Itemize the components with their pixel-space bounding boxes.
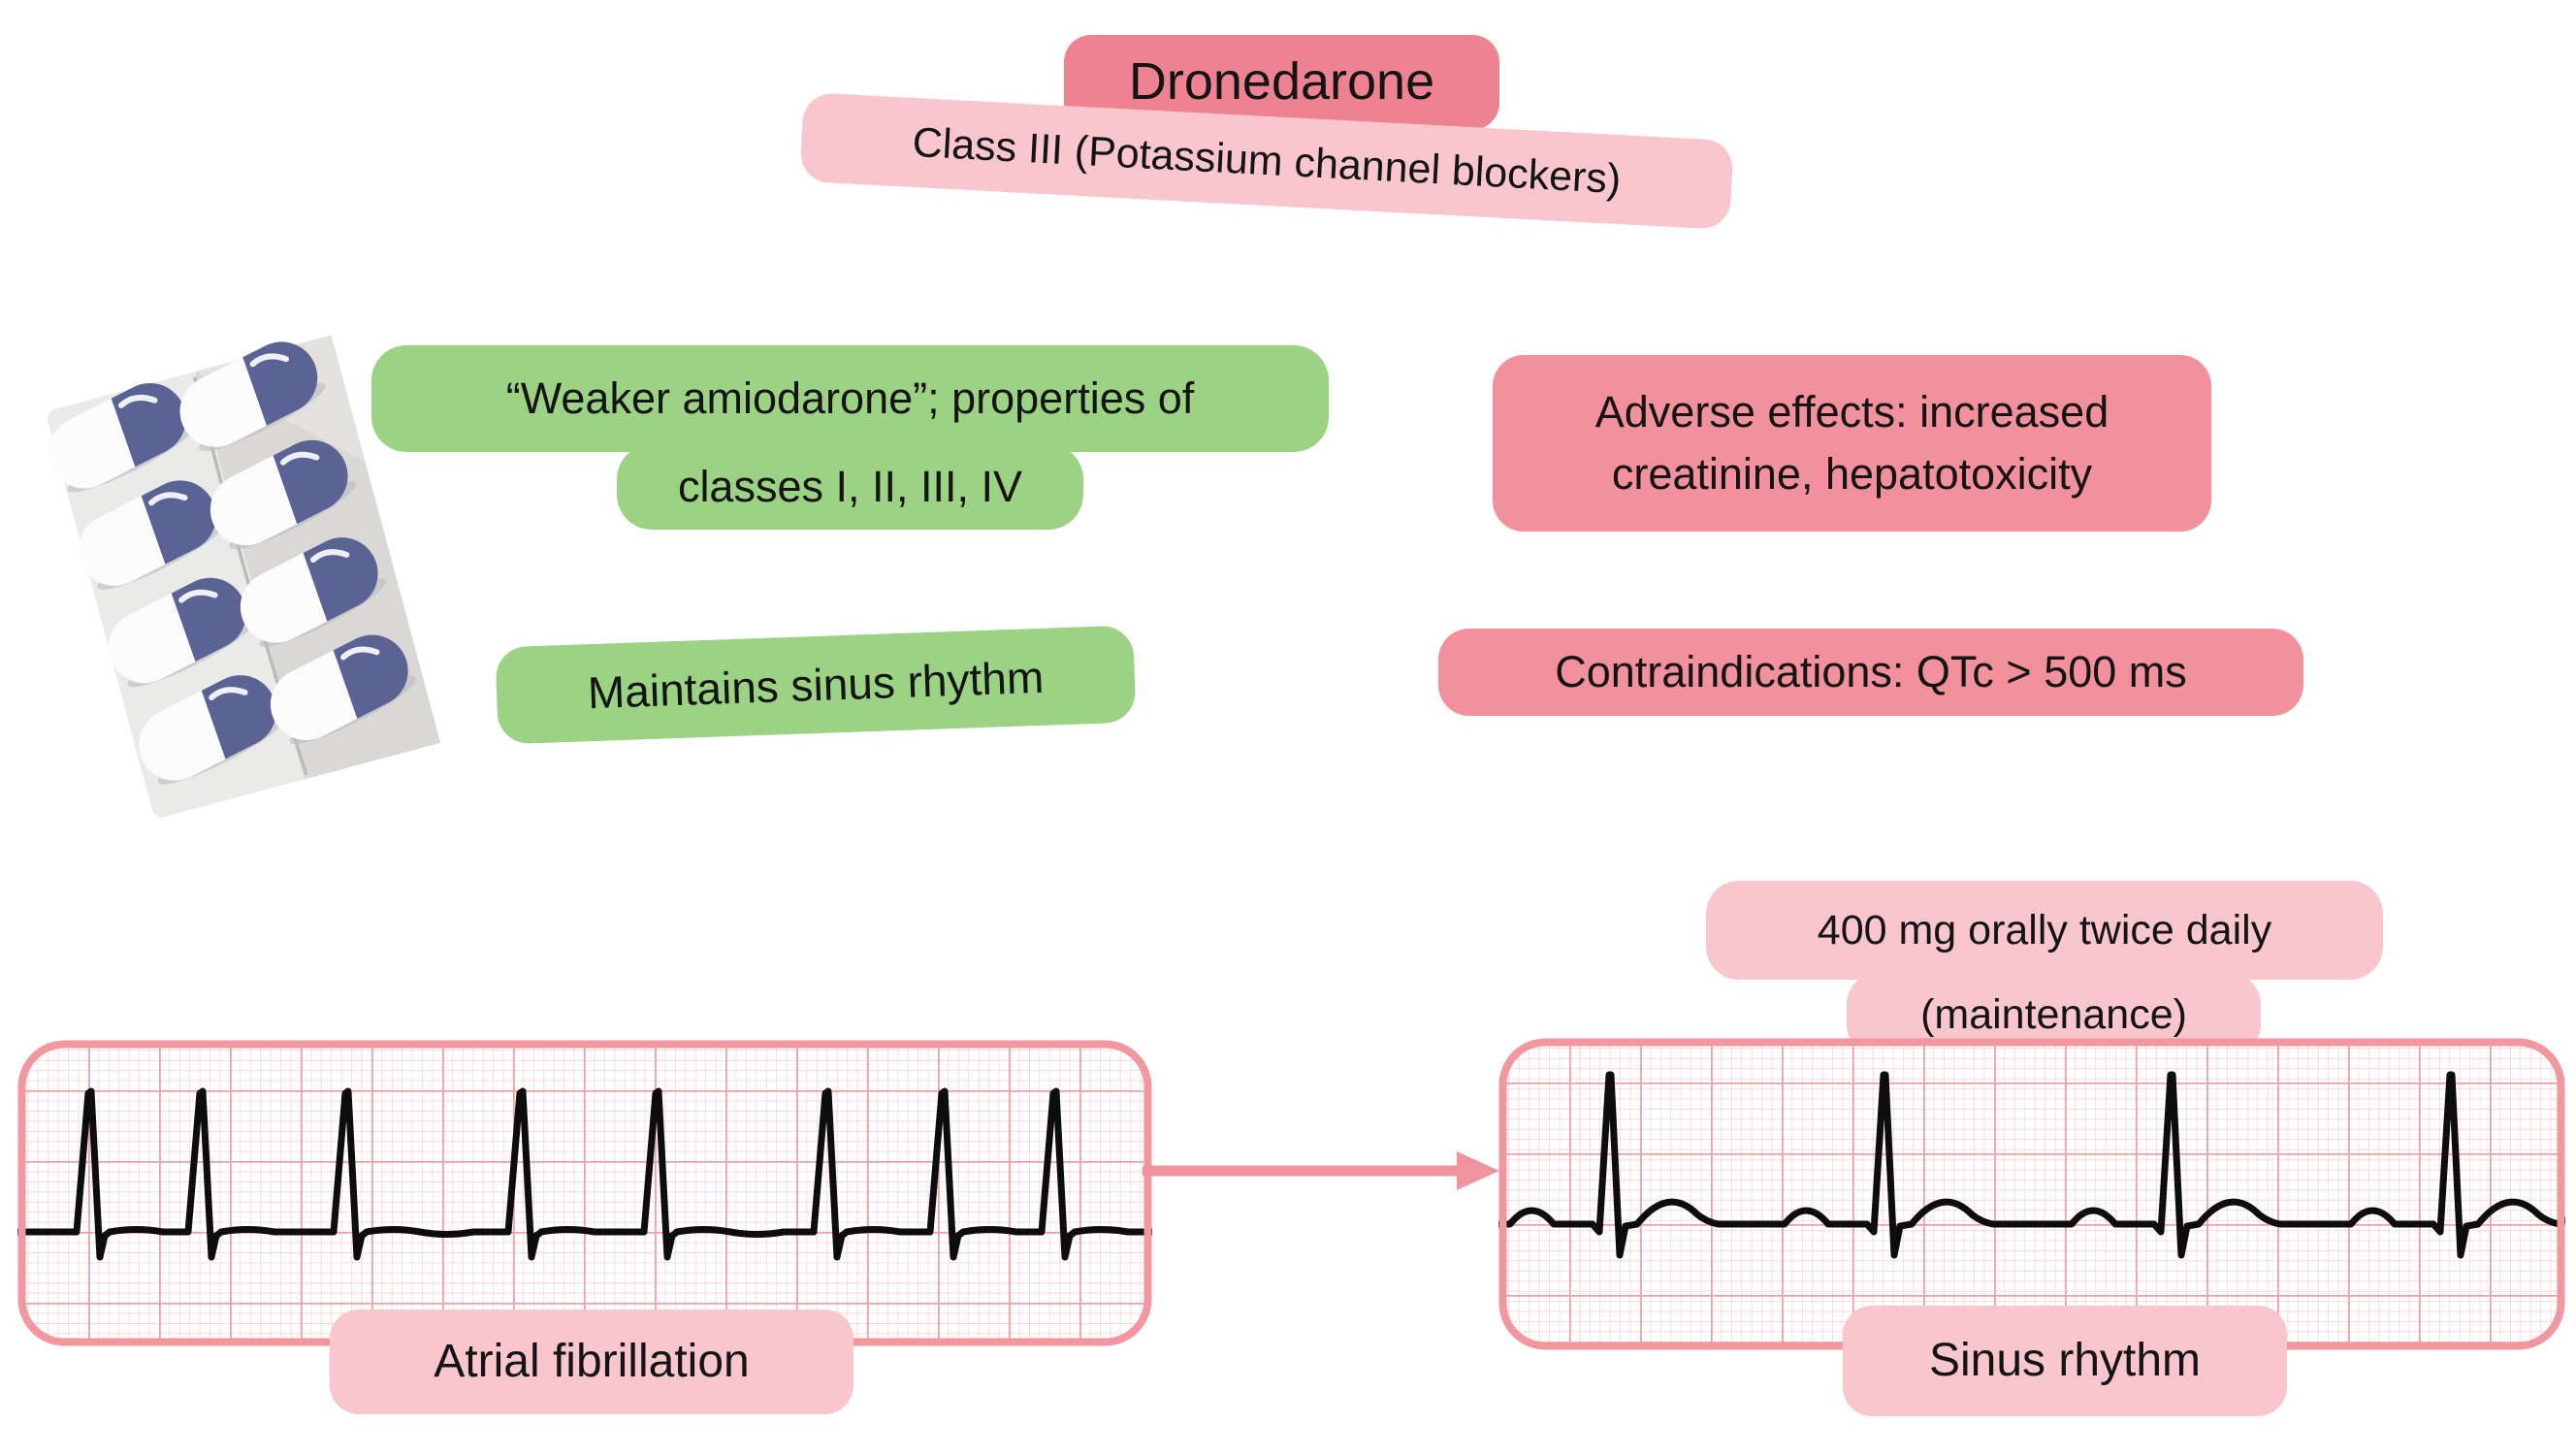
pill-blister-pack-icon bbox=[48, 335, 441, 818]
card-properties-line2: classes I, II, III, IV bbox=[617, 444, 1083, 530]
capsules bbox=[48, 341, 417, 785]
card-dose: 400 mg orally twice daily (maintenance) bbox=[1706, 881, 2383, 1057]
card-adverse-effects: Adverse effects: increased creatinine, h… bbox=[1493, 355, 2211, 532]
ecg-strip-sinus-rhythm bbox=[1498, 1038, 2565, 1350]
card-contraindications: Contraindications: QTc > 500 ms bbox=[1438, 629, 2303, 716]
ecg-grid-left bbox=[22, 1045, 1147, 1342]
ecg-grid-right bbox=[1503, 1043, 2560, 1345]
ecg-strip-atrial-fibrillation bbox=[17, 1040, 1152, 1346]
card-properties-line1: “Weaker amiodarone”; properties of bbox=[371, 345, 1329, 452]
right-arrow-icon bbox=[1143, 1151, 1499, 1190]
af-trace bbox=[17, 1087, 1152, 1261]
card-dose-line1: 400 mg orally twice daily bbox=[1706, 881, 2383, 980]
sinus-trace bbox=[1498, 1071, 2565, 1259]
card-properties: “Weaker amiodarone”; properties of class… bbox=[371, 345, 1329, 530]
label-sinus-rhythm: Sinus rhythm bbox=[1843, 1306, 2287, 1416]
label-atrial-fibrillation: Atrial fibrillation bbox=[330, 1310, 853, 1414]
subtitle-text: Class III (Potassium channel blockers) bbox=[911, 118, 1623, 203]
card-maintains-sinus-rhythm: Maintains sinus rhythm bbox=[495, 625, 1137, 745]
page-title: Dronedarone bbox=[1128, 52, 1435, 112]
